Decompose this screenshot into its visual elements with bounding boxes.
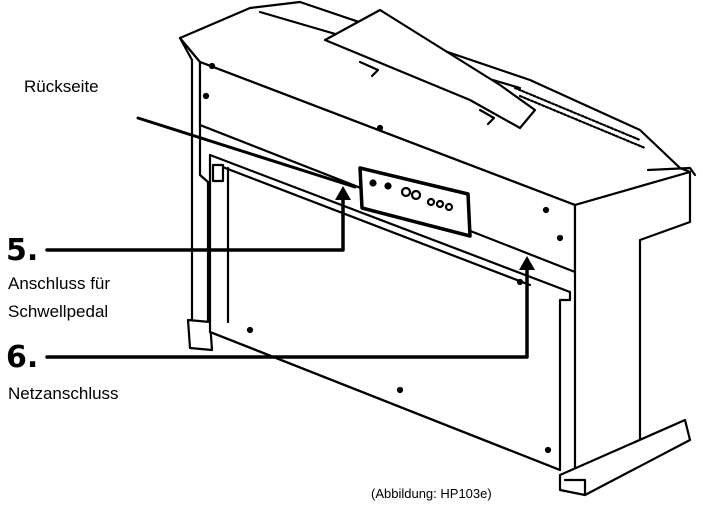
number-6: 6. — [6, 340, 39, 375]
label-rueckseite: Rückseite — [24, 77, 99, 96]
label-anschluss-line1: Anschluss für — [8, 274, 111, 293]
right-foot — [558, 418, 692, 497]
arrow-6-icon — [519, 256, 535, 270]
number-5: 5. — [6, 233, 39, 268]
label-netzanschluss: Netzanschluss — [8, 384, 119, 403]
arrow-5-icon — [335, 186, 351, 200]
leader-rueckseite — [136, 116, 357, 189]
left-foot — [186, 318, 214, 352]
keyboard-edge — [513, 86, 647, 150]
figure-caption: (Abbildung: HP103e) — [371, 486, 492, 501]
label-anschluss-line2: Schwellpedal — [8, 302, 109, 321]
pedal-connector-box — [211, 163, 225, 183]
leader-6 — [45, 263, 529, 359]
leader-5 — [45, 194, 345, 252]
music-rest — [323, 8, 537, 130]
